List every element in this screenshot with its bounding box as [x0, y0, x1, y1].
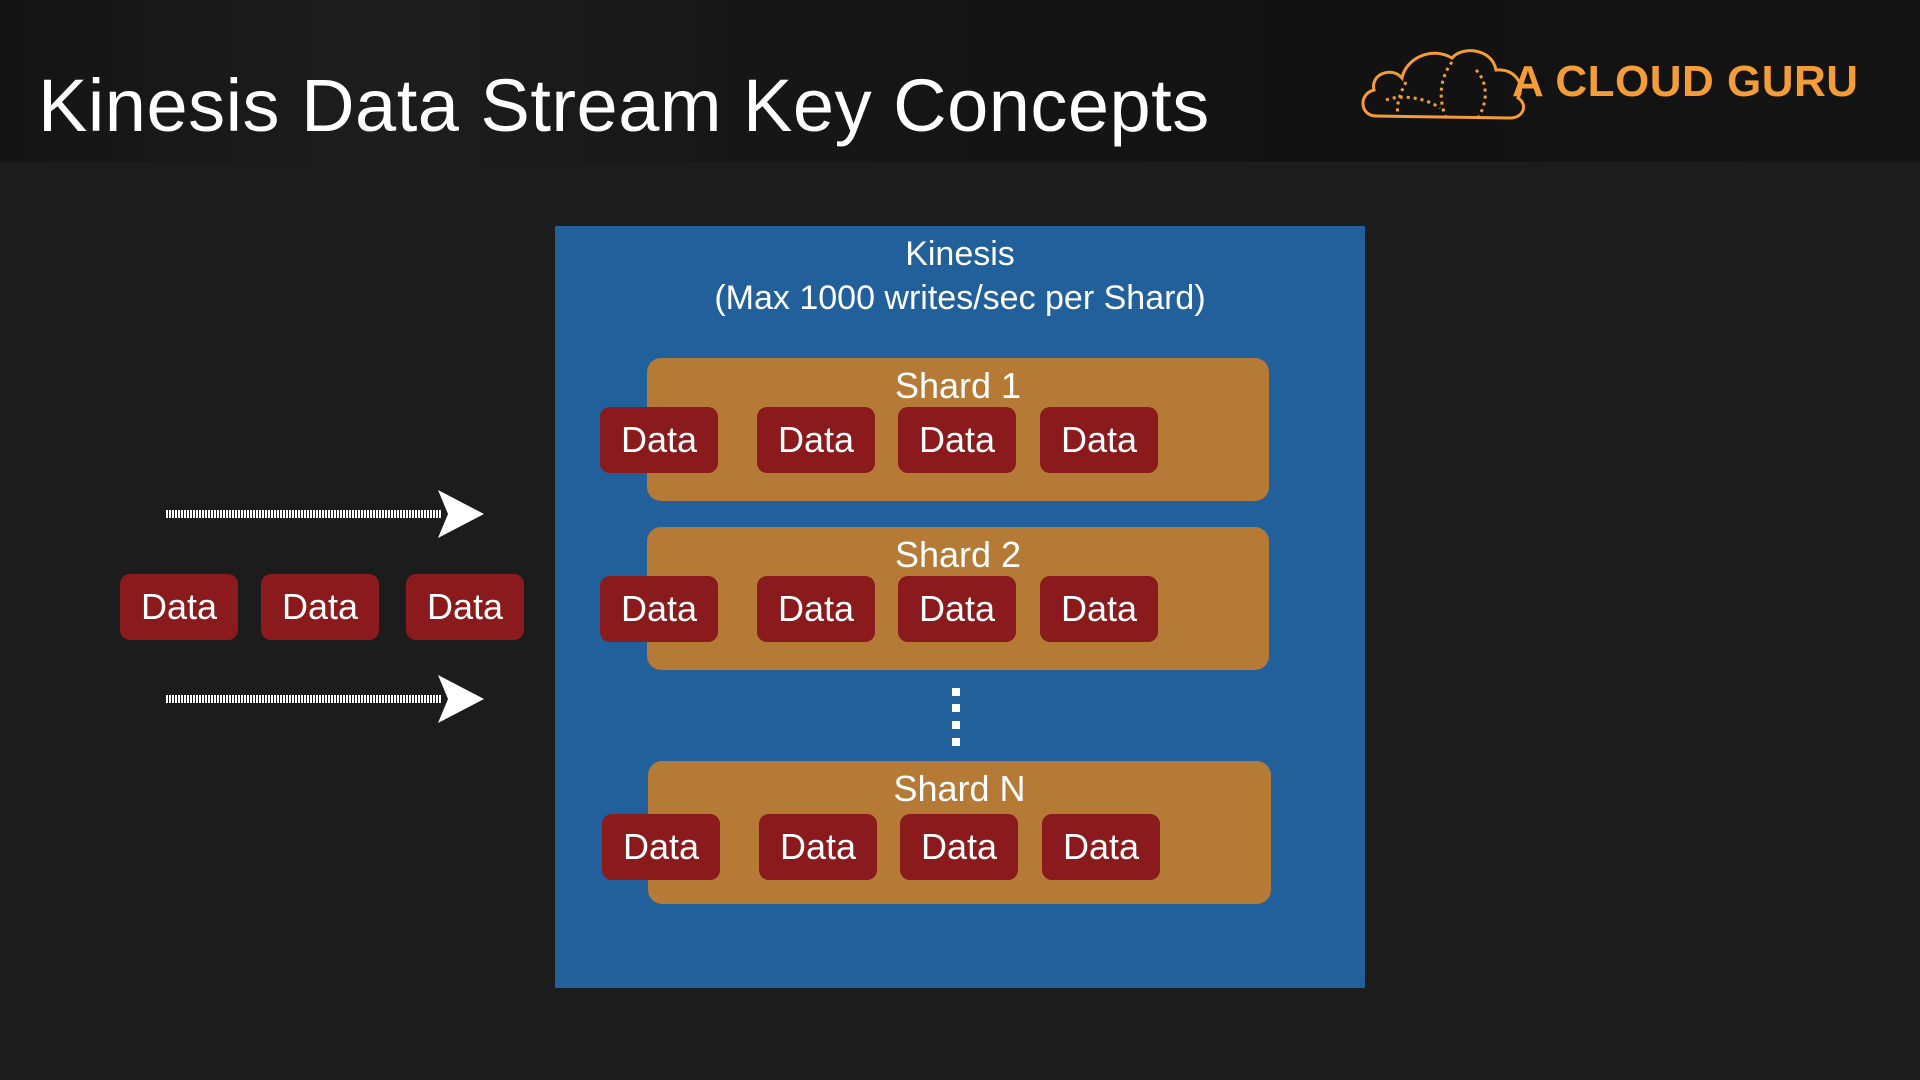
kinesis-title: Kinesis	[905, 235, 1015, 273]
shard-label: Shard 2	[894, 534, 1022, 575]
kinesis-subtitle: (Max 1000 writes/sec per Shard)	[714, 279, 1206, 317]
right-arrow-icon	[166, 675, 484, 723]
shard-data-record: Data	[759, 814, 877, 880]
shard-data-record: Data	[898, 576, 1016, 642]
shard-data-record: Data	[757, 407, 875, 473]
shard-data-record: Data	[600, 407, 718, 473]
logo-text: A CLOUD GURU	[1512, 57, 1859, 106]
incoming-data-record: Data	[261, 574, 379, 640]
right-arrow-icon	[166, 490, 484, 538]
shard-data-record: Data	[602, 814, 720, 880]
incoming-data-record: Data	[120, 574, 238, 640]
shard-label: Shard N	[893, 768, 1026, 809]
vertical-ellipsis-icon	[952, 688, 960, 746]
slide-title: Kinesis Data Stream Key Concepts	[38, 64, 1210, 147]
shard-label: Shard 1	[894, 365, 1022, 406]
shard-data-record: Data	[600, 576, 718, 642]
shard-data-record: Data	[1042, 814, 1160, 880]
shard-data-record: Data	[757, 576, 875, 642]
cloud-logo-icon	[1361, 49, 1526, 120]
shard-data-record: Data	[900, 814, 1018, 880]
shard-data-record: Data	[1040, 407, 1158, 473]
incoming-data-record: Data	[406, 574, 524, 640]
shard-data-record: Data	[1040, 576, 1158, 642]
kinesis-title-block: Kinesis (Max 1000 writes/sec per Shard)	[555, 232, 1365, 320]
header-bar: Kinesis Data Stream Key Concepts A CLOUD…	[0, 0, 1920, 162]
shard-data-record: Data	[898, 407, 1016, 473]
shard-box: Shard 2	[647, 527, 1269, 670]
